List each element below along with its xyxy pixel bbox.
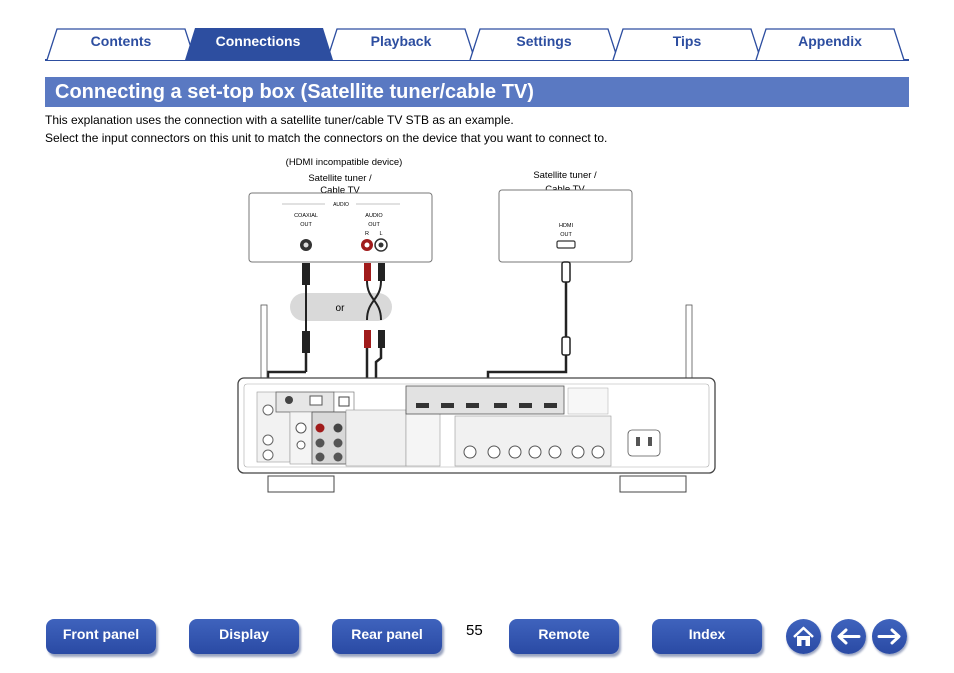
ac-inlet — [627, 429, 661, 457]
coaxial-label-1: COAXIAL — [294, 213, 318, 219]
device-left-name-2: Cable TV — [320, 185, 360, 196]
device-left-name-1: Satellite tuner / — [308, 173, 372, 184]
coaxial-label-2: OUT — [300, 222, 312, 228]
hdmi-label-1: HDMI — [559, 223, 574, 229]
audio-out-label-1: AUDIO — [365, 213, 383, 219]
tab-tips[interactable]: Tips — [672, 33, 702, 49]
home-button[interactable] — [786, 619, 821, 654]
title-bar: Connecting a set-top box (Satellite tune… — [45, 77, 909, 107]
l-label: L — [379, 231, 382, 237]
av-receiver-rear — [237, 304, 716, 493]
page-title: Connecting a set-top box (Satellite tune… — [55, 81, 534, 103]
display-button[interactable]: Display — [189, 619, 299, 654]
device-right-name-1: Satellite tuner / — [533, 170, 597, 181]
intro-text-1: This explanation uses the connection wit… — [45, 113, 514, 127]
tab-settings[interactable]: Settings — [516, 33, 572, 49]
tab-connections[interactable]: Connections — [215, 33, 301, 49]
arrow-left-icon — [837, 628, 861, 645]
front-panel-button[interactable]: Front panel — [46, 619, 156, 654]
audio-heading: AUDIO — [333, 202, 349, 208]
forward-button[interactable] — [872, 619, 907, 654]
device-left-note: (HDMI incompatible device) — [286, 157, 403, 168]
r-label: R — [365, 231, 369, 237]
arrow-right-icon — [877, 628, 901, 645]
or-label: or — [336, 303, 346, 314]
tab-contents[interactable]: Contents — [90, 33, 152, 49]
page-number: 55 — [466, 622, 483, 639]
tab-appendix[interactable]: Appendix — [798, 33, 862, 49]
intro-text-2: Select the input connectors on this unit… — [45, 131, 608, 145]
back-button[interactable] — [831, 619, 866, 654]
tab-playback[interactable]: Playback — [370, 33, 432, 49]
index-button[interactable]: Index — [652, 619, 762, 654]
hdmi-label-2: OUT — [560, 232, 572, 238]
rear-panel-button[interactable]: Rear panel — [332, 619, 442, 654]
audio-out-label-2: OUT — [368, 222, 380, 228]
tab-bar: Contents Connections Playback Settings T… — [45, 27, 909, 61]
hdmi-out-port — [556, 240, 576, 249]
remote-button[interactable]: Remote — [509, 619, 619, 654]
home-icon — [793, 626, 814, 646]
